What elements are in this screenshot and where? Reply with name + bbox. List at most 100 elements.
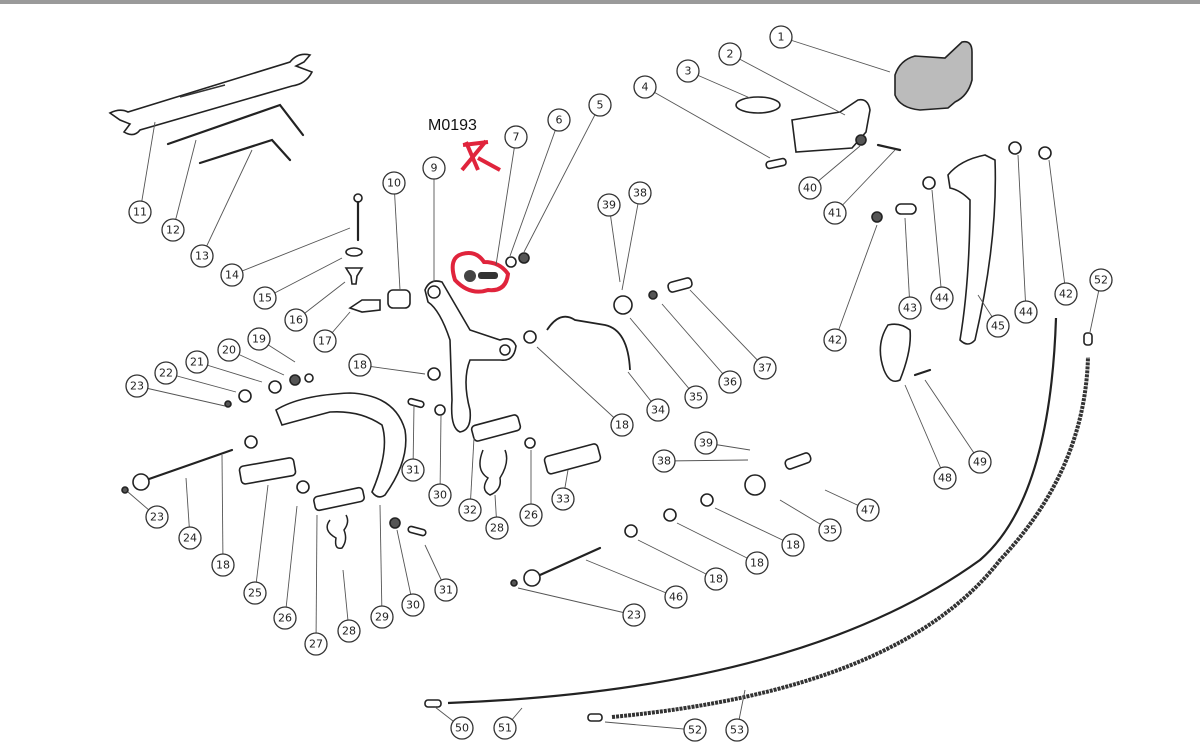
callout-18: 18 bbox=[781, 533, 805, 557]
callout-11: 11 bbox=[128, 200, 152, 224]
callout-circle bbox=[125, 374, 149, 398]
callout-number: 39 bbox=[602, 199, 616, 212]
reference-label: M0193 bbox=[428, 117, 477, 134]
nut-part bbox=[518, 252, 530, 264]
callout-52: 52 bbox=[683, 718, 707, 742]
callout-number: 44 bbox=[1019, 306, 1033, 319]
leader-line bbox=[264, 257, 343, 299]
cable-clip-part bbox=[879, 323, 912, 383]
leader-line bbox=[644, 86, 771, 159]
callout-number: 34 bbox=[651, 404, 665, 417]
callout-circle bbox=[434, 578, 458, 602]
leader-line bbox=[629, 317, 697, 398]
leader-line bbox=[396, 529, 414, 606]
callout-number: 23 bbox=[130, 380, 144, 393]
callout-7: 7 bbox=[504, 125, 528, 149]
callout-28: 28 bbox=[337, 619, 361, 643]
callout-circle bbox=[823, 201, 847, 225]
callout-16: 16 bbox=[284, 308, 308, 332]
callout-circle bbox=[588, 93, 612, 117]
callout-circle bbox=[718, 42, 742, 66]
pivot-bolt-part bbox=[344, 193, 411, 313]
callout-number: 44 bbox=[935, 292, 949, 305]
callout-6: 6 bbox=[547, 108, 571, 132]
callout-circle bbox=[933, 466, 957, 490]
leader-line bbox=[904, 384, 946, 479]
callout-26: 26 bbox=[273, 606, 297, 630]
callout-circle bbox=[190, 244, 214, 268]
callout-number: 40 bbox=[803, 182, 817, 195]
callout-52: 52 bbox=[1089, 268, 1113, 292]
callout-circle bbox=[676, 59, 700, 83]
caliper-arm-rear-part bbox=[275, 392, 407, 498]
cable-end-part bbox=[424, 699, 442, 708]
callout-number: 36 bbox=[723, 376, 737, 389]
callout-18: 18 bbox=[211, 553, 235, 577]
nut-part bbox=[304, 373, 314, 383]
cable-housing-part bbox=[611, 356, 1090, 719]
callout-number: 9 bbox=[431, 162, 438, 175]
washer-part bbox=[624, 524, 638, 538]
callout-42: 42 bbox=[1054, 282, 1078, 306]
callout-circle bbox=[401, 593, 425, 617]
callout-circle bbox=[185, 350, 209, 374]
spring-part bbox=[326, 514, 349, 550]
washer-part bbox=[268, 380, 282, 394]
leader-line bbox=[663, 459, 749, 462]
callout-circle bbox=[504, 125, 528, 149]
leader-line bbox=[714, 507, 794, 546]
callout-37: 37 bbox=[753, 356, 777, 380]
callout-5: 5 bbox=[588, 93, 612, 117]
callout-number: 39 bbox=[699, 437, 713, 450]
callout-circle bbox=[128, 200, 152, 224]
leader-line bbox=[621, 192, 641, 291]
center-bolt-part bbox=[132, 448, 234, 491]
callout-number: 26 bbox=[278, 612, 292, 625]
callout-number: 50 bbox=[455, 722, 469, 735]
callout-number: 42 bbox=[1059, 288, 1073, 301]
callout-18: 18 bbox=[704, 567, 728, 591]
callout-number: 11 bbox=[133, 206, 147, 219]
leader-line bbox=[924, 379, 981, 463]
callout-12: 12 bbox=[161, 218, 185, 242]
image-top-border bbox=[0, 0, 1200, 4]
leader-line bbox=[469, 437, 475, 511]
callout-23: 23 bbox=[125, 374, 149, 398]
callout-number: 47 bbox=[861, 504, 875, 517]
nut-part bbox=[524, 437, 536, 449]
leader-line bbox=[523, 104, 601, 253]
callout-number: 18 bbox=[615, 419, 629, 432]
leader-lines bbox=[127, 36, 1102, 731]
callout-34: 34 bbox=[646, 398, 670, 422]
callout-circle bbox=[273, 606, 297, 630]
bolt-part bbox=[784, 452, 812, 470]
callout-circle bbox=[547, 108, 571, 132]
leader-line bbox=[1017, 154, 1027, 313]
barrel-adjuster-part bbox=[613, 295, 633, 315]
callout-32: 32 bbox=[458, 498, 482, 522]
brake-cable-part bbox=[447, 317, 1058, 705]
leader-line bbox=[165, 372, 237, 393]
callout-circle bbox=[818, 518, 842, 542]
callout-circle bbox=[704, 567, 728, 591]
callout-number: 30 bbox=[406, 599, 420, 612]
callout-circle bbox=[304, 632, 328, 656]
cable-anchor-part bbox=[238, 389, 252, 403]
parts-group bbox=[108, 40, 1093, 722]
brake-shoe-part bbox=[238, 457, 297, 485]
callout-3: 3 bbox=[676, 59, 700, 83]
callout-number: 51 bbox=[498, 722, 512, 735]
callout-circle bbox=[856, 498, 880, 522]
callout-number: 28 bbox=[490, 522, 504, 535]
callout-number: 38 bbox=[633, 187, 647, 200]
callout-number: 18 bbox=[216, 559, 230, 572]
callout-23: 23 bbox=[622, 603, 646, 627]
callout-number: 41 bbox=[828, 207, 842, 220]
callout-number: 13 bbox=[195, 250, 209, 263]
leader-line bbox=[439, 414, 442, 496]
nut-part bbox=[1008, 141, 1022, 155]
nut-part bbox=[855, 134, 867, 146]
callout-number: 32 bbox=[463, 504, 477, 517]
leader-line bbox=[676, 522, 758, 564]
nut-part bbox=[922, 176, 936, 190]
